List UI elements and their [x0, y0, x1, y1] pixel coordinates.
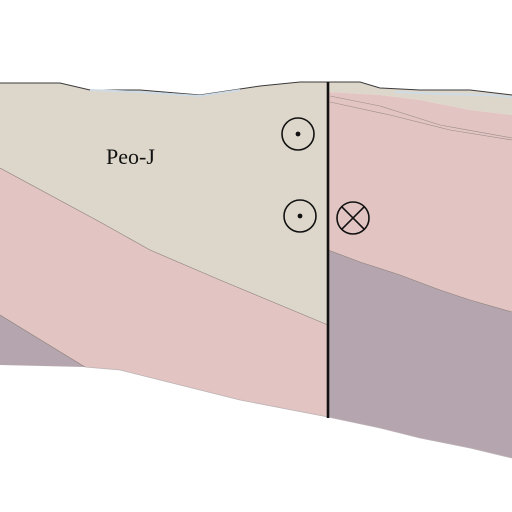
out-of-page-symbol-upper-dot: [295, 131, 301, 137]
into-page-symbol-cross-b: [341, 206, 365, 230]
out-of-page-symbol-upper: [281, 117, 315, 151]
out-of-page-symbol-upper-ring: [281, 117, 315, 151]
surface-highlight-right: [394, 91, 512, 98]
out-of-page-symbol-lower-dot: [297, 213, 303, 219]
right-block: [327, 81, 512, 459]
section-base-left: [84, 366, 329, 418]
section-base-right: [327, 416, 512, 459]
left-block: [0, 81, 329, 418]
out-of-page-symbol-lower: [283, 199, 317, 233]
bedding-line-right-1: [329, 95, 512, 139]
into-page-symbol-ring: [336, 201, 370, 235]
unit-middle-right: [328, 92, 512, 312]
out-of-page-symbol-lower-ring: [283, 199, 317, 233]
unit-label-peo-j: Peo-J: [106, 144, 155, 169]
unit-middle-left: [0, 168, 328, 417]
ground-surface-right: [328, 81, 512, 96]
ground-surface-left: [0, 81, 328, 96]
contact-line-right: [327, 249, 512, 313]
contact-line-upper-left: [0, 167, 329, 326]
unit-lower-right: [328, 250, 512, 458]
contact-line-lower-left: [0, 314, 86, 368]
into-page-symbol: [336, 201, 370, 235]
bedding-line-right-2: [329, 101, 512, 141]
surface-highlight-left: [89, 89, 241, 98]
unit-upper-left: [0, 82, 328, 325]
